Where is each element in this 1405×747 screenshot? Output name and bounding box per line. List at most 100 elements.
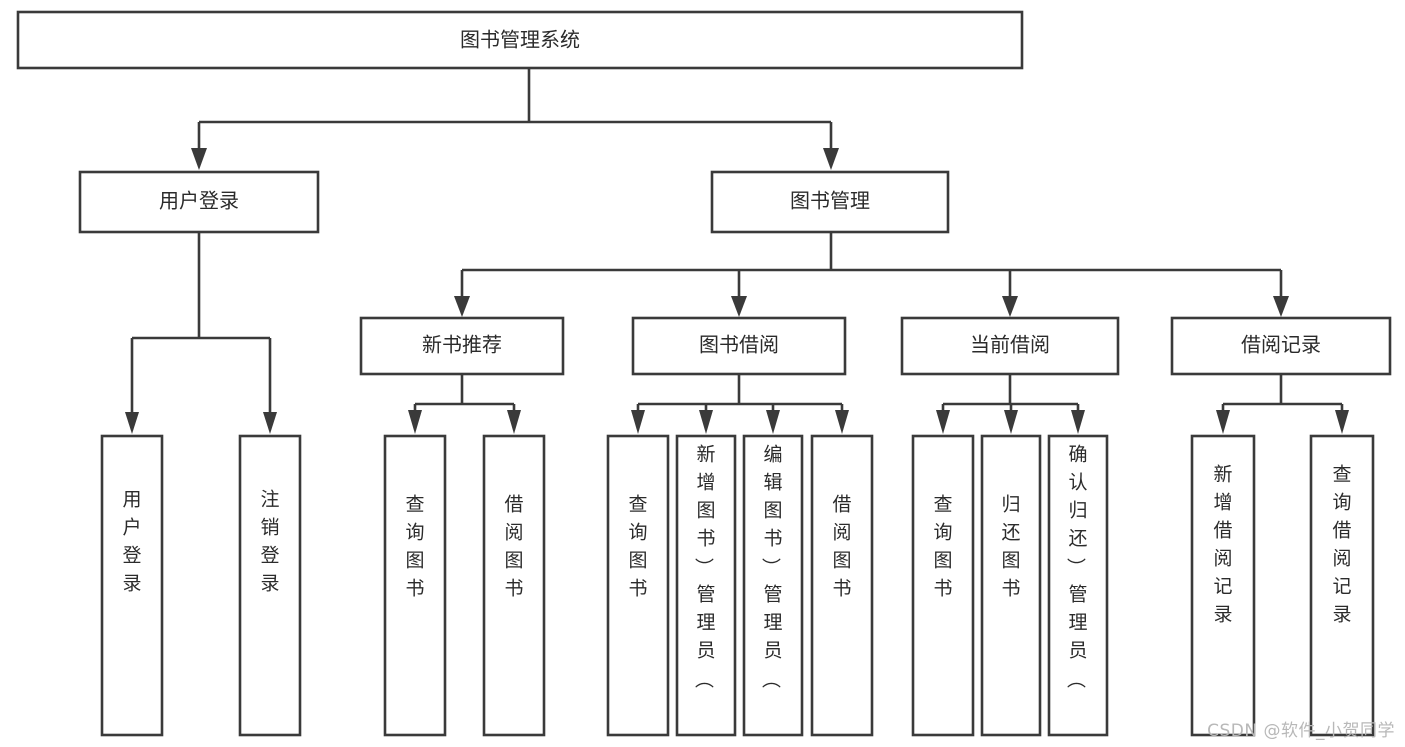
node-book-management[interactable]: 图书管理 bbox=[710, 170, 950, 234]
node-book-management-box[interactable] bbox=[710, 170, 950, 234]
svg-text:书: 书 bbox=[696, 528, 715, 550]
svg-text:借: 借 bbox=[832, 494, 851, 516]
svg-text:）: ） bbox=[1067, 669, 1089, 688]
svg-text:图: 图 bbox=[1001, 550, 1020, 572]
svg-text:借: 借 bbox=[1332, 520, 1351, 542]
leaf-nr-query-book-box[interactable] bbox=[383, 434, 447, 737]
leaf-bo-query-book-box[interactable] bbox=[606, 434, 670, 737]
leaf-bo-lend-book-box[interactable] bbox=[810, 434, 874, 737]
leaf-nr-borrow-book-box[interactable] bbox=[482, 434, 546, 737]
arrow-nr-query bbox=[408, 410, 422, 434]
arrow-leaf-logout bbox=[263, 412, 277, 434]
leaf-bo-add-book-box[interactable] bbox=[675, 434, 737, 737]
node-new-book-recommend[interactable]: 新书推荐 bbox=[359, 316, 565, 376]
svg-text:询: 询 bbox=[628, 522, 647, 544]
svg-text:理: 理 bbox=[696, 612, 715, 634]
leaf-user-login-label: 用户登录 bbox=[122, 489, 141, 595]
arrow-bo-query bbox=[631, 410, 645, 434]
svg-text:记: 记 bbox=[1213, 576, 1232, 598]
svg-text:（: （ bbox=[762, 557, 784, 576]
arrow-re-query bbox=[1335, 410, 1349, 434]
svg-text:登: 登 bbox=[260, 545, 279, 567]
node-borrow-record-box[interactable] bbox=[1170, 316, 1392, 376]
node-new-book-recommend-box[interactable] bbox=[359, 316, 565, 376]
arrow-current bbox=[1002, 296, 1018, 317]
svg-text:查: 查 bbox=[405, 494, 424, 516]
svg-text:销: 销 bbox=[260, 517, 279, 539]
svg-text:图: 图 bbox=[933, 550, 952, 572]
node-book-borrow-box[interactable] bbox=[631, 316, 847, 376]
svg-text:（: （ bbox=[1067, 557, 1089, 576]
svg-text:新: 新 bbox=[1213, 464, 1232, 486]
arrow-bo-edit bbox=[766, 410, 780, 434]
leaf-user-login-box[interactable] bbox=[100, 434, 164, 737]
svg-text:管: 管 bbox=[696, 584, 715, 606]
svg-text:注: 注 bbox=[260, 489, 279, 511]
svg-text:书: 书 bbox=[1001, 578, 1020, 600]
arrow-new-rec bbox=[454, 296, 470, 317]
leaf-cu-query-book-box[interactable] bbox=[911, 434, 975, 737]
svg-text:（: （ bbox=[695, 557, 717, 576]
svg-text:书: 书 bbox=[933, 578, 952, 600]
node-root-label: 图书管理系统 bbox=[460, 28, 580, 52]
svg-text:书: 书 bbox=[832, 578, 851, 600]
leaf-re-query-record-box[interactable] bbox=[1309, 434, 1375, 737]
svg-text:理: 理 bbox=[763, 612, 782, 634]
node-book-management-label: 图书管理 bbox=[790, 189, 870, 213]
svg-text:记: 记 bbox=[1332, 576, 1351, 598]
svg-text:还: 还 bbox=[1001, 522, 1020, 544]
node-user-login[interactable]: 用户登录 bbox=[78, 170, 320, 234]
svg-text:阅: 阅 bbox=[832, 522, 851, 544]
node-user-login-label: 用户登录 bbox=[159, 189, 239, 213]
arrow-cu-query bbox=[936, 410, 950, 434]
arrow-bo-lend bbox=[835, 410, 849, 434]
svg-text:图: 图 bbox=[504, 550, 523, 572]
svg-text:录: 录 bbox=[122, 573, 141, 595]
leaf-logout-box[interactable] bbox=[238, 434, 302, 737]
leaf-cu-confirm-return-box[interactable] bbox=[1047, 434, 1109, 737]
arrow-cu-confirm bbox=[1071, 410, 1085, 434]
node-root-box[interactable] bbox=[16, 10, 1024, 70]
leaf-user-login[interactable]: 用户登录 bbox=[100, 434, 164, 737]
arrow-nr-borrow bbox=[507, 410, 521, 434]
node-current-borrow[interactable]: 当前借阅 bbox=[900, 316, 1120, 376]
node-current-borrow-box[interactable] bbox=[900, 316, 1120, 376]
arrow-borrow bbox=[731, 296, 747, 317]
leaf-bo-edit-book-box[interactable] bbox=[742, 434, 804, 737]
svg-text:增: 增 bbox=[696, 472, 715, 494]
leaf-re-add-record-box[interactable] bbox=[1190, 434, 1256, 737]
svg-text:图: 图 bbox=[696, 500, 715, 522]
leaf-cu-return-book-box[interactable] bbox=[980, 434, 1042, 737]
svg-text:）: ） bbox=[762, 669, 784, 688]
svg-text:书: 书 bbox=[504, 578, 523, 600]
node-book-borrow[interactable]: 图书借阅 bbox=[631, 316, 847, 376]
svg-text:图: 图 bbox=[832, 550, 851, 572]
node-borrow-record[interactable]: 借阅记录 bbox=[1170, 316, 1392, 376]
node-root[interactable]: 图书管理系统 bbox=[16, 10, 1024, 70]
node-user-login-box[interactable] bbox=[78, 170, 320, 234]
svg-text:员: 员 bbox=[763, 640, 782, 662]
svg-text:还: 还 bbox=[1068, 528, 1087, 550]
arrow-record bbox=[1273, 296, 1289, 317]
